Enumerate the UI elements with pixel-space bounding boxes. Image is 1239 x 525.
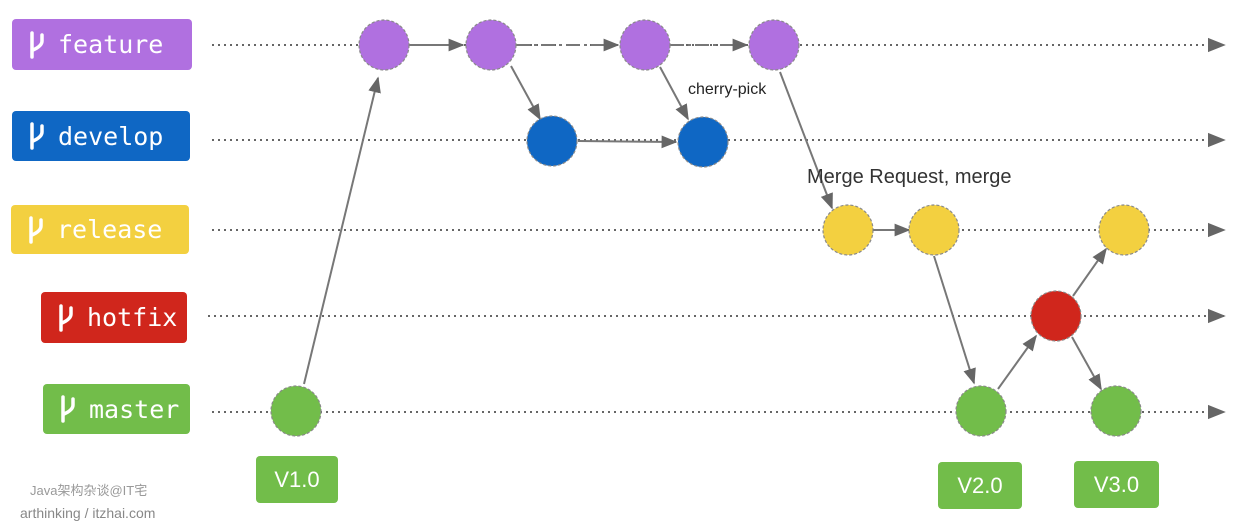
edge-feature-to-develop <box>510 65 541 121</box>
commit-release-1 <box>822 204 874 256</box>
commit-feature-3 <box>619 19 671 71</box>
branch-label-feature: feature <box>12 19 192 70</box>
commit-master-3 <box>1090 385 1142 437</box>
commit-feature-4 <box>748 19 800 71</box>
commit-feature-2 <box>465 19 517 71</box>
edge-master-to-feature <box>303 76 381 385</box>
commit-master-2 <box>955 385 1007 437</box>
branch-label-text: master <box>89 394 180 424</box>
cherry-pick-label: cherry-pick <box>688 81 767 98</box>
version-tag-v2: V2.0 <box>938 462 1022 509</box>
branch-label-develop: develop <box>12 111 190 161</box>
branch-label-text: hotfix <box>87 303 178 332</box>
edge-develop-1-2 <box>577 135 678 149</box>
commit-feature-1 <box>358 19 410 71</box>
commit-release-3 <box>1098 204 1150 256</box>
branch-label-text: develop <box>58 121 164 151</box>
version-tag-v1: V1.0 <box>256 456 338 503</box>
watermark-line-1: Java架构杂谈@IT宅 <box>30 483 148 498</box>
branch-label-release: release <box>11 205 189 254</box>
branch-label-hotfix: hotfix <box>41 292 187 343</box>
branch-label-master: master <box>43 384 190 434</box>
commit-master-1 <box>270 385 322 437</box>
edge-master-to-hotfix <box>997 334 1037 390</box>
branch-label-text: release <box>57 215 163 244</box>
watermark-line-2: arthinking / itzhai.com <box>20 505 156 521</box>
edge-hotfix-to-master <box>1071 336 1102 391</box>
git-branch-icon <box>25 215 47 245</box>
version-tag-v3: V3.0 <box>1074 461 1159 508</box>
git-branch-icon <box>26 121 48 151</box>
edge-cherry-pick <box>659 66 689 121</box>
merge-request-label: Merge Request, merge <box>807 166 1012 188</box>
branch-label-text: feature <box>58 30 164 59</box>
edge-release-to-master <box>933 255 976 385</box>
edge-feature-to-release <box>779 71 833 210</box>
git-branch-icon <box>26 30 48 60</box>
git-branch-icon <box>57 394 79 424</box>
git-branch-icon <box>55 303 77 333</box>
edge-hotfix-to-release <box>1072 247 1107 297</box>
commit-hotfix-1 <box>1030 290 1082 342</box>
commit-develop-2 <box>677 116 729 168</box>
commit-develop-1 <box>526 115 578 167</box>
commit-release-2 <box>908 204 960 256</box>
